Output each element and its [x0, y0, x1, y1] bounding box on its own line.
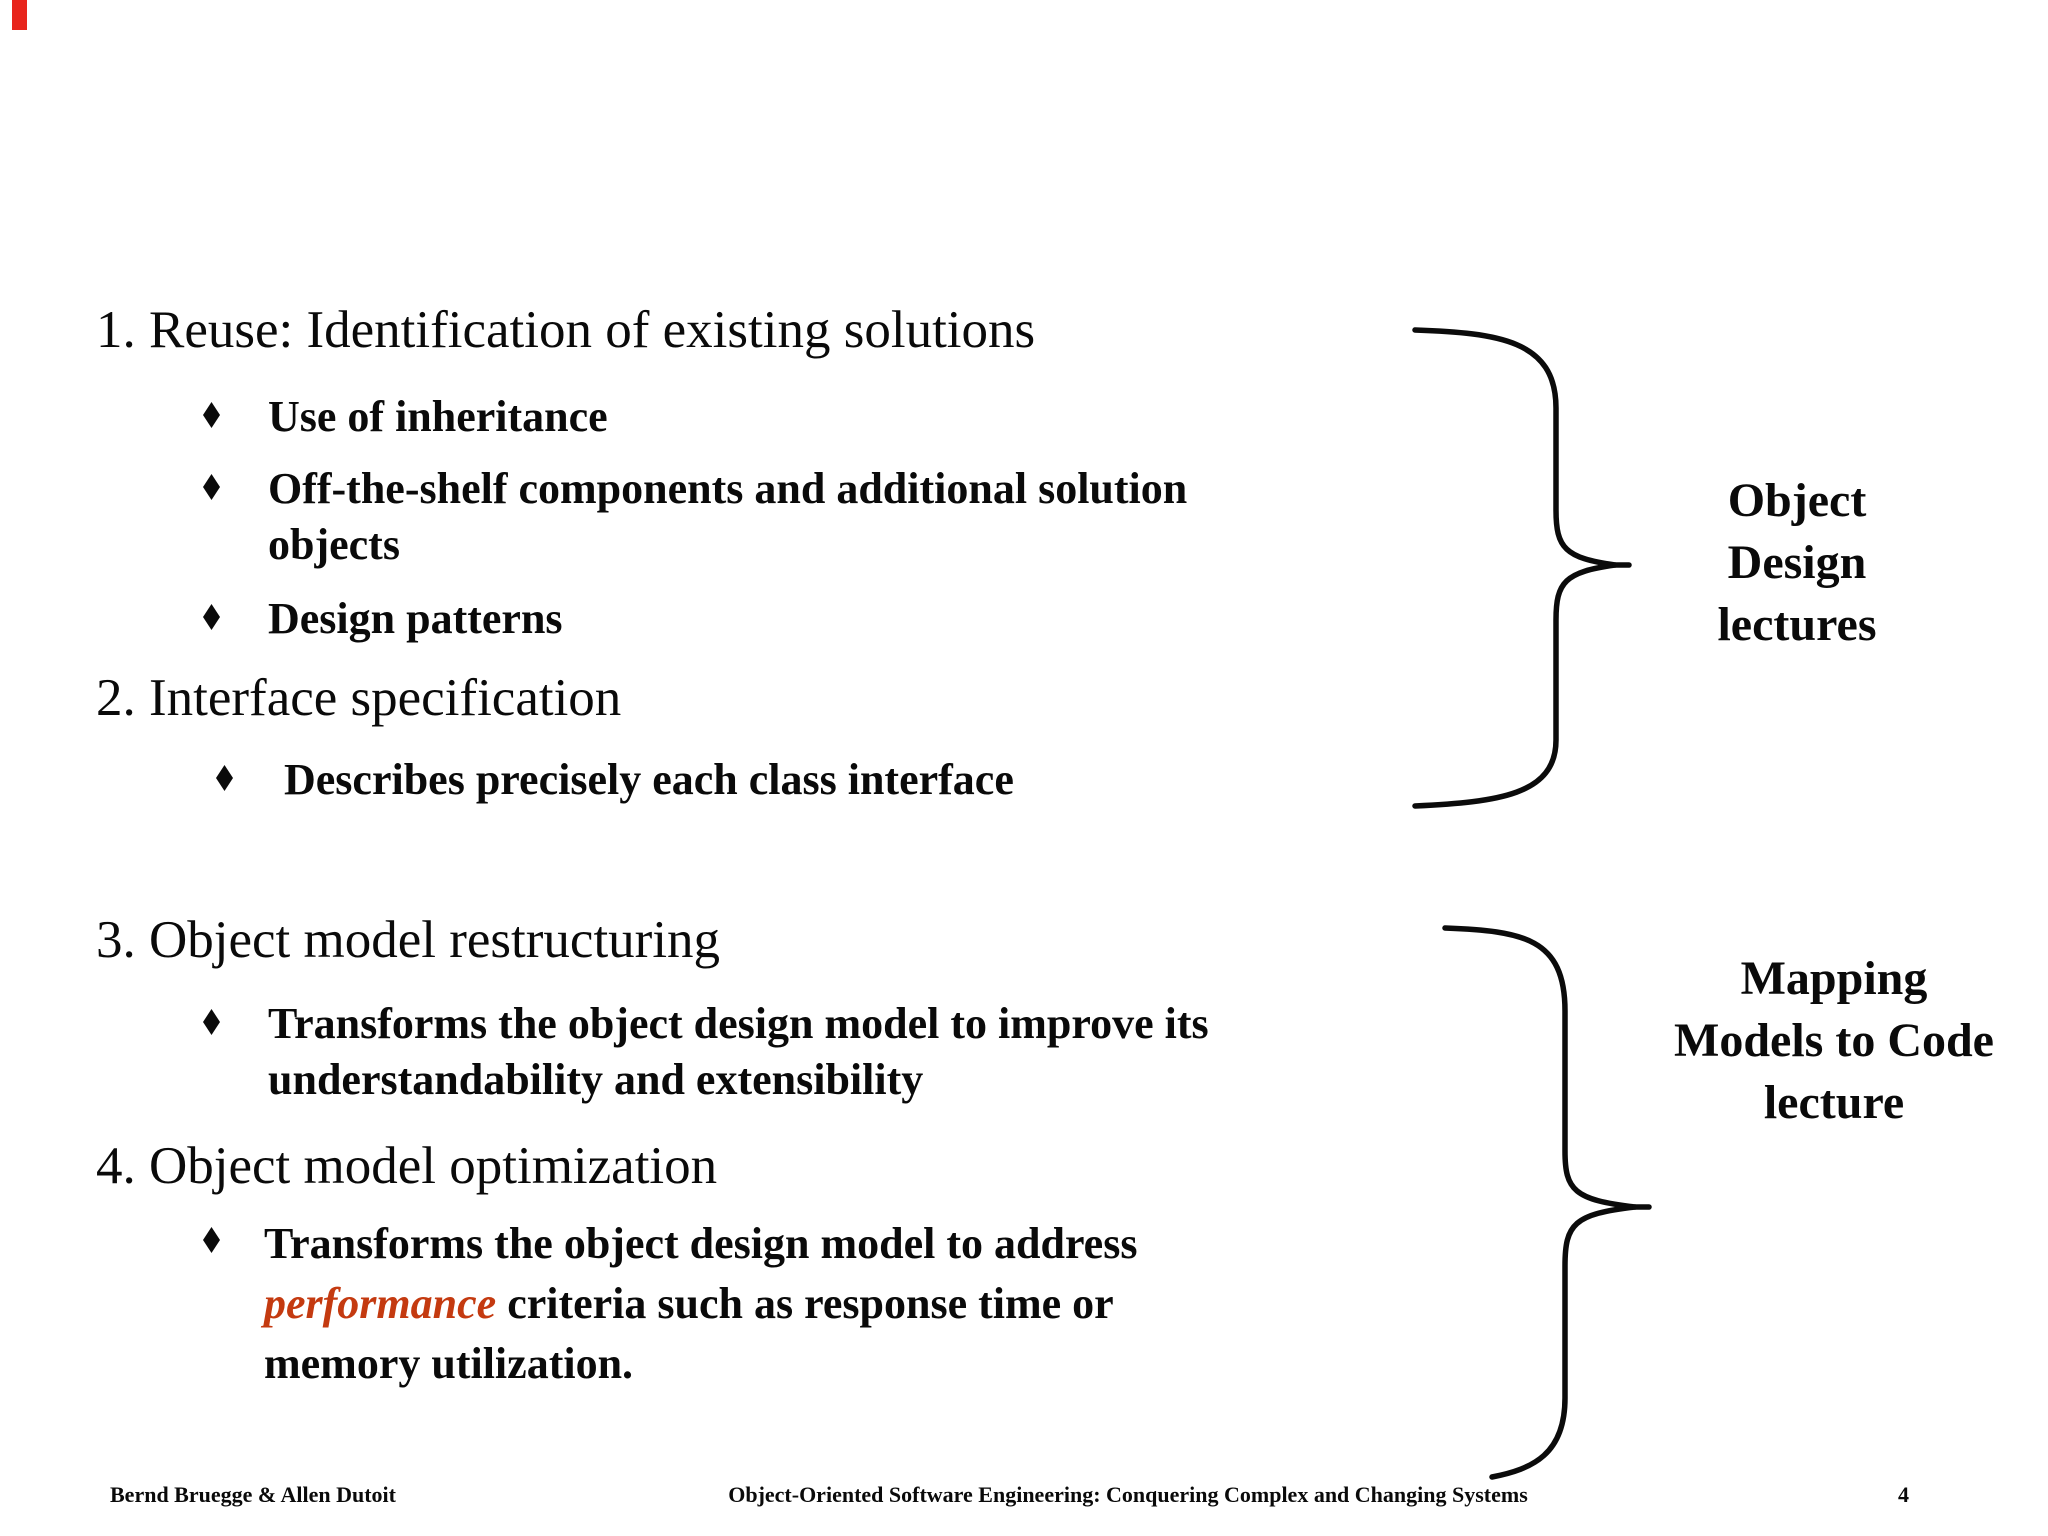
bullet-line: memory utilization. — [264, 1339, 634, 1388]
bullet-line: performance criteria such as response ti… — [264, 1274, 1137, 1334]
bullet-diamond-icon — [203, 1009, 220, 1035]
bullet-use-of-inheritance: Use of inheritance — [268, 389, 608, 445]
bullet-line: Describes precisely each class interface — [284, 755, 1014, 804]
annotation-line: Object — [1727, 474, 1867, 527]
annotation-object-design-lectures: Object Design lectures — [1647, 470, 1947, 656]
bullet-line: Use of inheritance — [268, 392, 608, 441]
footer-page-number: 4 — [1898, 1482, 1909, 1507]
footer-authors: Bernd Bruegge & Allen Dutoit — [110, 1482, 396, 1507]
section-heading-1: 1. Reuse: Identification of existing sol… — [96, 301, 1036, 359]
right-curly-brace-mapping-code — [1442, 925, 1652, 1480]
bullet-line: Off-the-shelf components and additional … — [268, 464, 1188, 513]
bullet-line: Design patterns — [268, 594, 563, 643]
section-heading-3: 3. Object model restructuring — [96, 911, 721, 969]
bullet-diamond-icon — [216, 765, 233, 791]
annotation-mapping-models-to-code: Mapping Models to Code lecture — [1638, 948, 2030, 1134]
bullet-line: Transforms the object design model to ad… — [264, 1219, 1138, 1268]
annotation-line: Mapping — [1740, 952, 1928, 1005]
section-heading-2: 2. Interface specification — [96, 669, 622, 727]
corner-red-mark — [12, 0, 27, 30]
annotation-line: Design — [1727, 536, 1867, 589]
bullet-line: understandability and extensibility — [268, 1055, 924, 1104]
bullet-transforms-performance: Transforms the object design model to ad… — [264, 1214, 1137, 1394]
bullet-line: Transforms the object design model to im… — [268, 999, 1209, 1048]
bullet-diamond-icon — [203, 604, 220, 630]
annotation-line: lecture — [1763, 1076, 1905, 1129]
bullet-diamond-icon — [203, 474, 220, 500]
bullet-diamond-icon — [203, 1227, 220, 1253]
bullet-off-the-shelf: Off-the-shelf components and additional … — [268, 461, 1187, 573]
annotation-line: Models to Code — [1674, 1014, 1994, 1067]
section-heading-4: 4. Object model optimization — [96, 1137, 718, 1195]
performance-highlight: performance — [264, 1279, 497, 1328]
annotation-line: lectures — [1717, 598, 1877, 651]
footer-book-title: Object-Oriented Software Engineering: Co… — [728, 1482, 1528, 1507]
bullet-line: objects — [268, 520, 400, 569]
bullet-describes-interface: Describes precisely each class interface — [284, 752, 1014, 808]
bullet-diamond-icon — [203, 402, 220, 428]
bullet-transforms-improve: Transforms the object design model to im… — [268, 996, 1209, 1108]
bullet-design-patterns: Design patterns — [268, 591, 563, 647]
right-curly-brace-object-design — [1412, 327, 1632, 809]
bullet-line-rest: criteria such as response time or — [496, 1279, 1114, 1328]
